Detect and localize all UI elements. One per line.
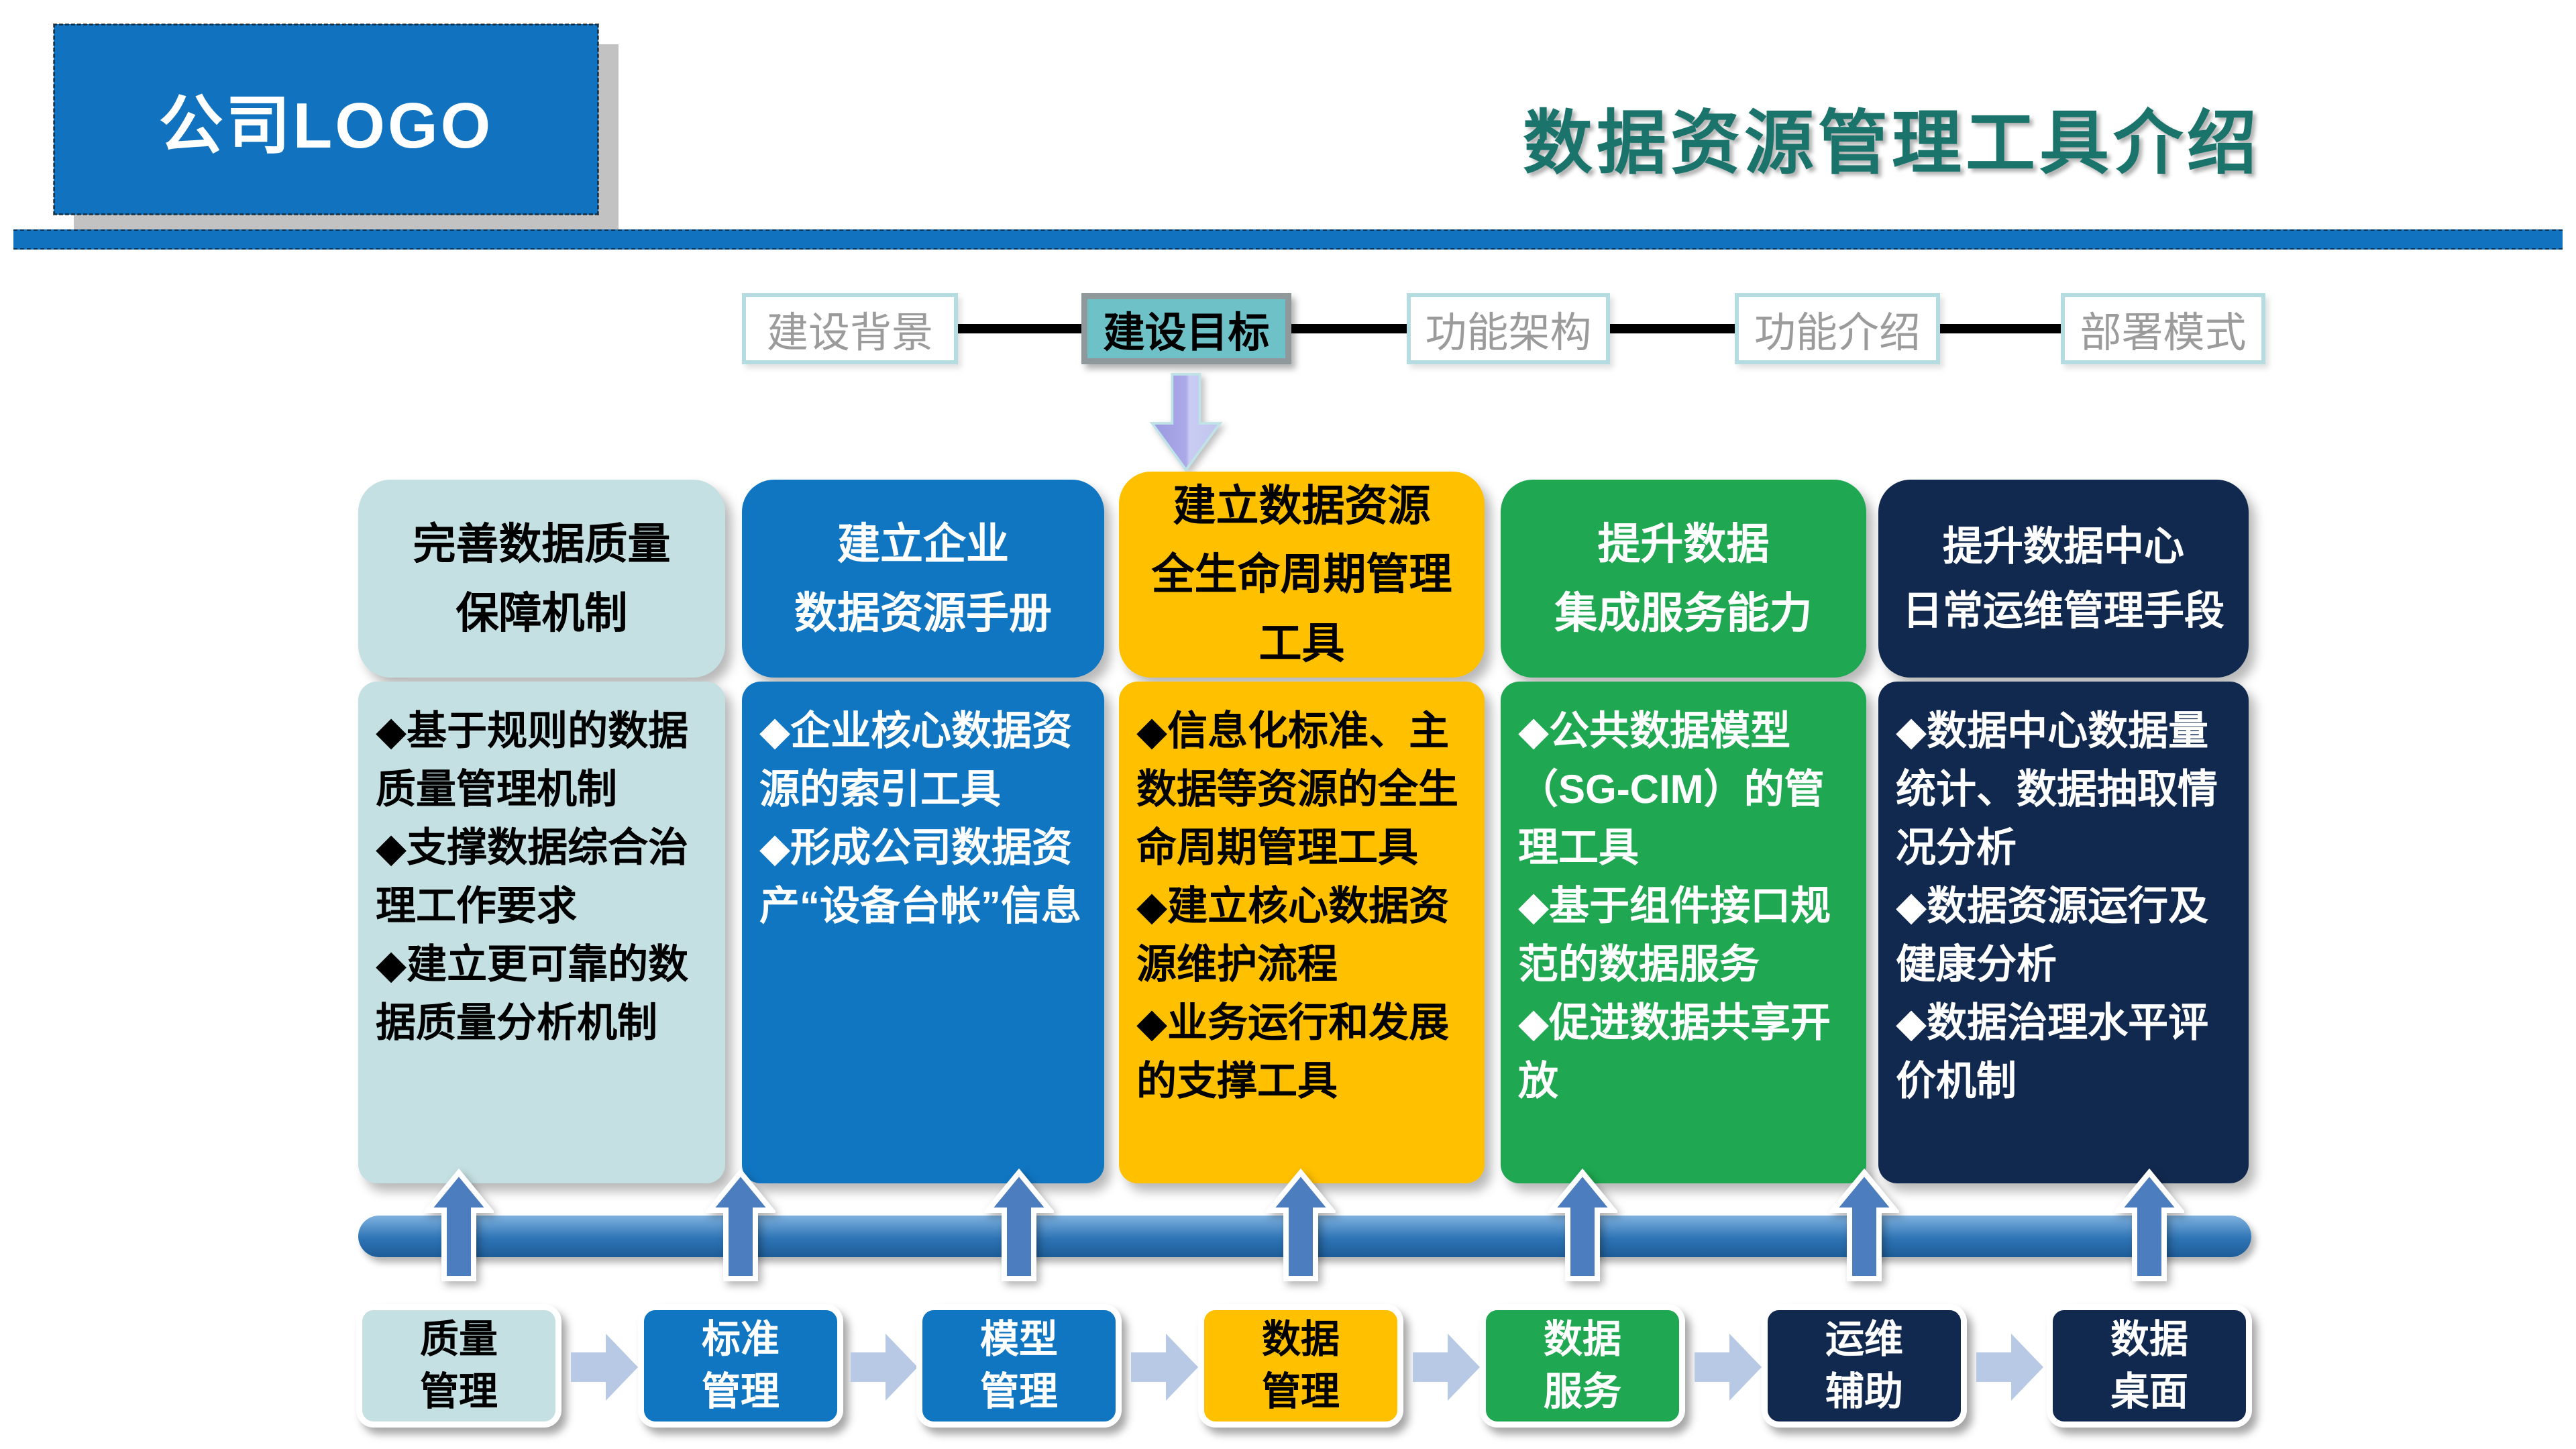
up-arrow-icon [1829, 1169, 1899, 1281]
bullet: ◆企业核心数据资源的索引工具 [759, 708, 1073, 812]
up-arrow-icon [2114, 1169, 2184, 1281]
company-logo[interactable]: 公司LOGO [53, 23, 599, 215]
flow-box-quality[interactable]: 质量 管理 [356, 1304, 561, 1428]
tab-label: 建设目标 [1103, 310, 1270, 356]
up-arrow-icon [1548, 1169, 1617, 1281]
bullet: ◆信息化标准、主数据等资源的全生命周期管理工具 [1136, 708, 1458, 870]
connector-line [1291, 324, 1407, 333]
flow-box-data[interactable]: 数据 管理 [1198, 1304, 1403, 1428]
card-header-lifecycle[interactable]: 建立数据资源 全生命周期管理 工具 [1119, 472, 1485, 678]
bullet: ◆建立核心数据资源维护流程 [1136, 883, 1450, 987]
card-header-integration[interactable]: 提升数据 集成服务能力 [1501, 480, 1866, 678]
tab-jianshebeijing[interactable]: 建设背景 [742, 293, 958, 364]
connector-line [958, 324, 1081, 333]
tab-jianshemubiao-active[interactable]: 建设目标 [1081, 293, 1291, 364]
flow-box-service[interactable]: 数据 服务 [1480, 1304, 1685, 1428]
card-body-integration[interactable]: ◆公共数据模型（SG-CIM）的管理工具 ◆基于组件接口规范的数据服务 ◆促进数… [1501, 682, 1866, 1183]
tab-label: 功能架构 [1425, 310, 1592, 356]
card-header-handbook[interactable]: 建立企业 数据资源手册 [742, 480, 1104, 678]
tab-gongnengjiagou[interactable]: 功能架构 [1407, 293, 1610, 364]
tab-bushumoshi[interactable]: 部署模式 [2061, 293, 2265, 364]
flow-box-desktop[interactable]: 数据 桌面 [2047, 1304, 2252, 1428]
header-divider-bar[interactable] [13, 229, 2563, 250]
card-body-lifecycle[interactable]: ◆信息化标准、主数据等资源的全生命周期管理工具 ◆建立核心数据资源维护流程 ◆业… [1119, 682, 1485, 1183]
up-arrow-icon [706, 1169, 775, 1281]
flow-box-standard[interactable]: 标准 管理 [638, 1304, 843, 1428]
flow-arrow-icon [1413, 1334, 1480, 1401]
bullet: ◆数据中心数据量统计、数据抽取情况分析 [1896, 708, 2218, 870]
card-body-handbook[interactable]: ◆企业核心数据资源的索引工具 ◆形成公司数据资产“设备台帐”信息 [742, 682, 1104, 1183]
company-logo-text: 公司LOGO [158, 89, 494, 162]
card-body-ops[interactable]: ◆数据中心数据量统计、数据抽取情况分析 ◆数据资源运行及健康分析 ◆数据治理水平… [1878, 682, 2249, 1183]
bullet: ◆公共数据模型（SG-CIM）的管理工具 [1518, 708, 1825, 870]
bullet: ◆基于组件接口规范的数据服务 [1518, 883, 1831, 987]
up-arrow-icon [424, 1169, 494, 1281]
card-header-ops[interactable]: 提升数据中心 日常运维管理手段 [1878, 480, 2249, 678]
flow-arrow-icon [1695, 1334, 1762, 1401]
flow-box-ops[interactable]: 运维 辅助 [1762, 1304, 1967, 1428]
bullet: ◆支撑数据综合治理工作要求 [376, 825, 689, 928]
bullet: ◆基于规则的数据质量管理机制 [376, 708, 689, 812]
connector-line [1940, 324, 2061, 333]
bullet: ◆数据资源运行及健康分析 [1896, 883, 2209, 987]
card-header-quality[interactable]: 完善数据质量 保障机制 [358, 480, 725, 678]
bullet: ◆促进数据共享开放 [1518, 1000, 1831, 1104]
bullet: ◆建立更可靠的数据质量分析机制 [376, 942, 689, 1045]
flow-arrow-icon [571, 1334, 638, 1401]
bullet: ◆数据治理水平评价机制 [1896, 1000, 2209, 1104]
down-arrow-icon [1149, 373, 1223, 472]
flow-arrow-icon [851, 1334, 918, 1401]
connector-line [1610, 324, 1735, 333]
tab-label: 部署模式 [2080, 310, 2247, 356]
page-title: 数据资源管理工具介绍 [1522, 105, 2261, 182]
tab-label: 建设背景 [766, 310, 933, 356]
tab-gongnengjieshao[interactable]: 功能介绍 [1735, 293, 1940, 364]
card-body-quality[interactable]: ◆基于规则的数据质量管理机制 ◆支撑数据综合治理工作要求 ◆建立更可靠的数据质量… [358, 682, 725, 1183]
up-arrow-icon [1266, 1169, 1336, 1281]
flow-arrow-icon [1131, 1334, 1198, 1401]
bullet: ◆形成公司数据资产“设备台帐”信息 [759, 825, 1081, 928]
flow-box-model[interactable]: 模型 管理 [916, 1304, 1122, 1428]
tab-label: 功能介绍 [1754, 310, 1921, 356]
up-arrow-icon [984, 1169, 1054, 1281]
bullet: ◆业务运行和发展的支撑工具 [1136, 1000, 1450, 1104]
flow-arrow-icon [1976, 1334, 2043, 1401]
